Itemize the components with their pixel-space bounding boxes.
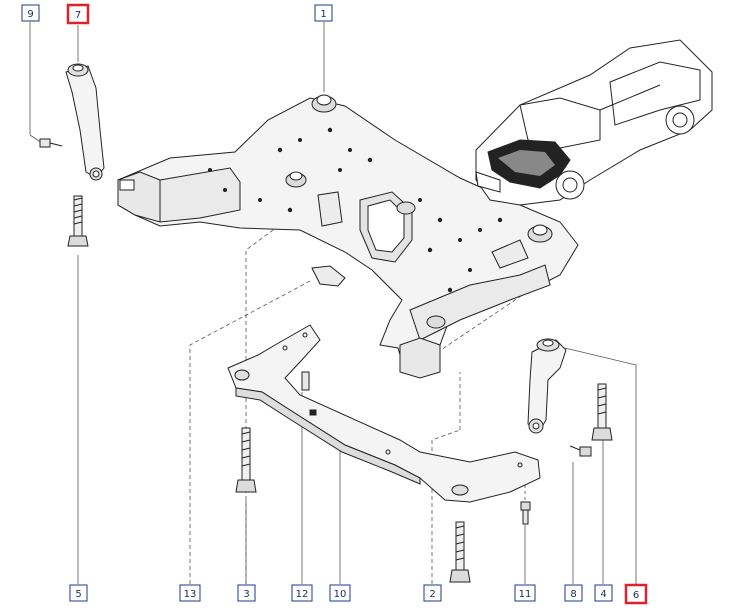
- bolt-3: [235, 427, 257, 493]
- callout-13: 13: [179, 584, 201, 602]
- front-subframe: [117, 94, 579, 379]
- callout-8-label: 8: [570, 589, 576, 600]
- bolt-9: [39, 138, 63, 148]
- bolt-12: [301, 371, 310, 391]
- callout-7: 7: [66, 3, 90, 25]
- callout-2-label: 2: [429, 589, 435, 600]
- callout-2: 2: [423, 584, 442, 602]
- callout-12-label: 12: [296, 589, 309, 600]
- bolt-5: [67, 195, 89, 247]
- callout-5: 5: [69, 584, 88, 602]
- right-torque-link: [527, 338, 567, 434]
- callout-5-label: 5: [75, 589, 81, 600]
- bolt-4: [591, 383, 613, 441]
- bolt-8: [569, 445, 592, 457]
- vehicle-locator-illustration: [475, 39, 713, 206]
- callout-11-label: 11: [519, 589, 532, 600]
- bolt-11: [520, 501, 531, 525]
- callout-10-label: 10: [334, 589, 347, 600]
- callout-7-label: 7: [75, 10, 81, 21]
- callout-3-label: 3: [243, 589, 249, 600]
- callout-11: 11: [514, 584, 536, 602]
- callout-10: 10: [329, 584, 351, 602]
- callout-4-label: 4: [600, 589, 606, 600]
- callout-9: 9: [21, 4, 40, 22]
- callout-9-label: 9: [27, 9, 33, 20]
- callout-1: 1: [314, 4, 333, 22]
- callout-1-label: 1: [320, 9, 326, 20]
- bolt-2: [449, 521, 471, 583]
- lower-crossmember: [227, 324, 541, 503]
- callout-4: 4: [594, 584, 613, 602]
- subframe-holes: [208, 127, 503, 293]
- callout-3: 3: [237, 584, 256, 602]
- callout-13-label: 13: [184, 589, 197, 600]
- callout-12: 12: [291, 584, 313, 602]
- callout-6-label: 6: [633, 590, 639, 601]
- callout-8: 8: [564, 584, 583, 602]
- callout-6: 6: [624, 583, 648, 605]
- left-torque-link: [65, 63, 105, 181]
